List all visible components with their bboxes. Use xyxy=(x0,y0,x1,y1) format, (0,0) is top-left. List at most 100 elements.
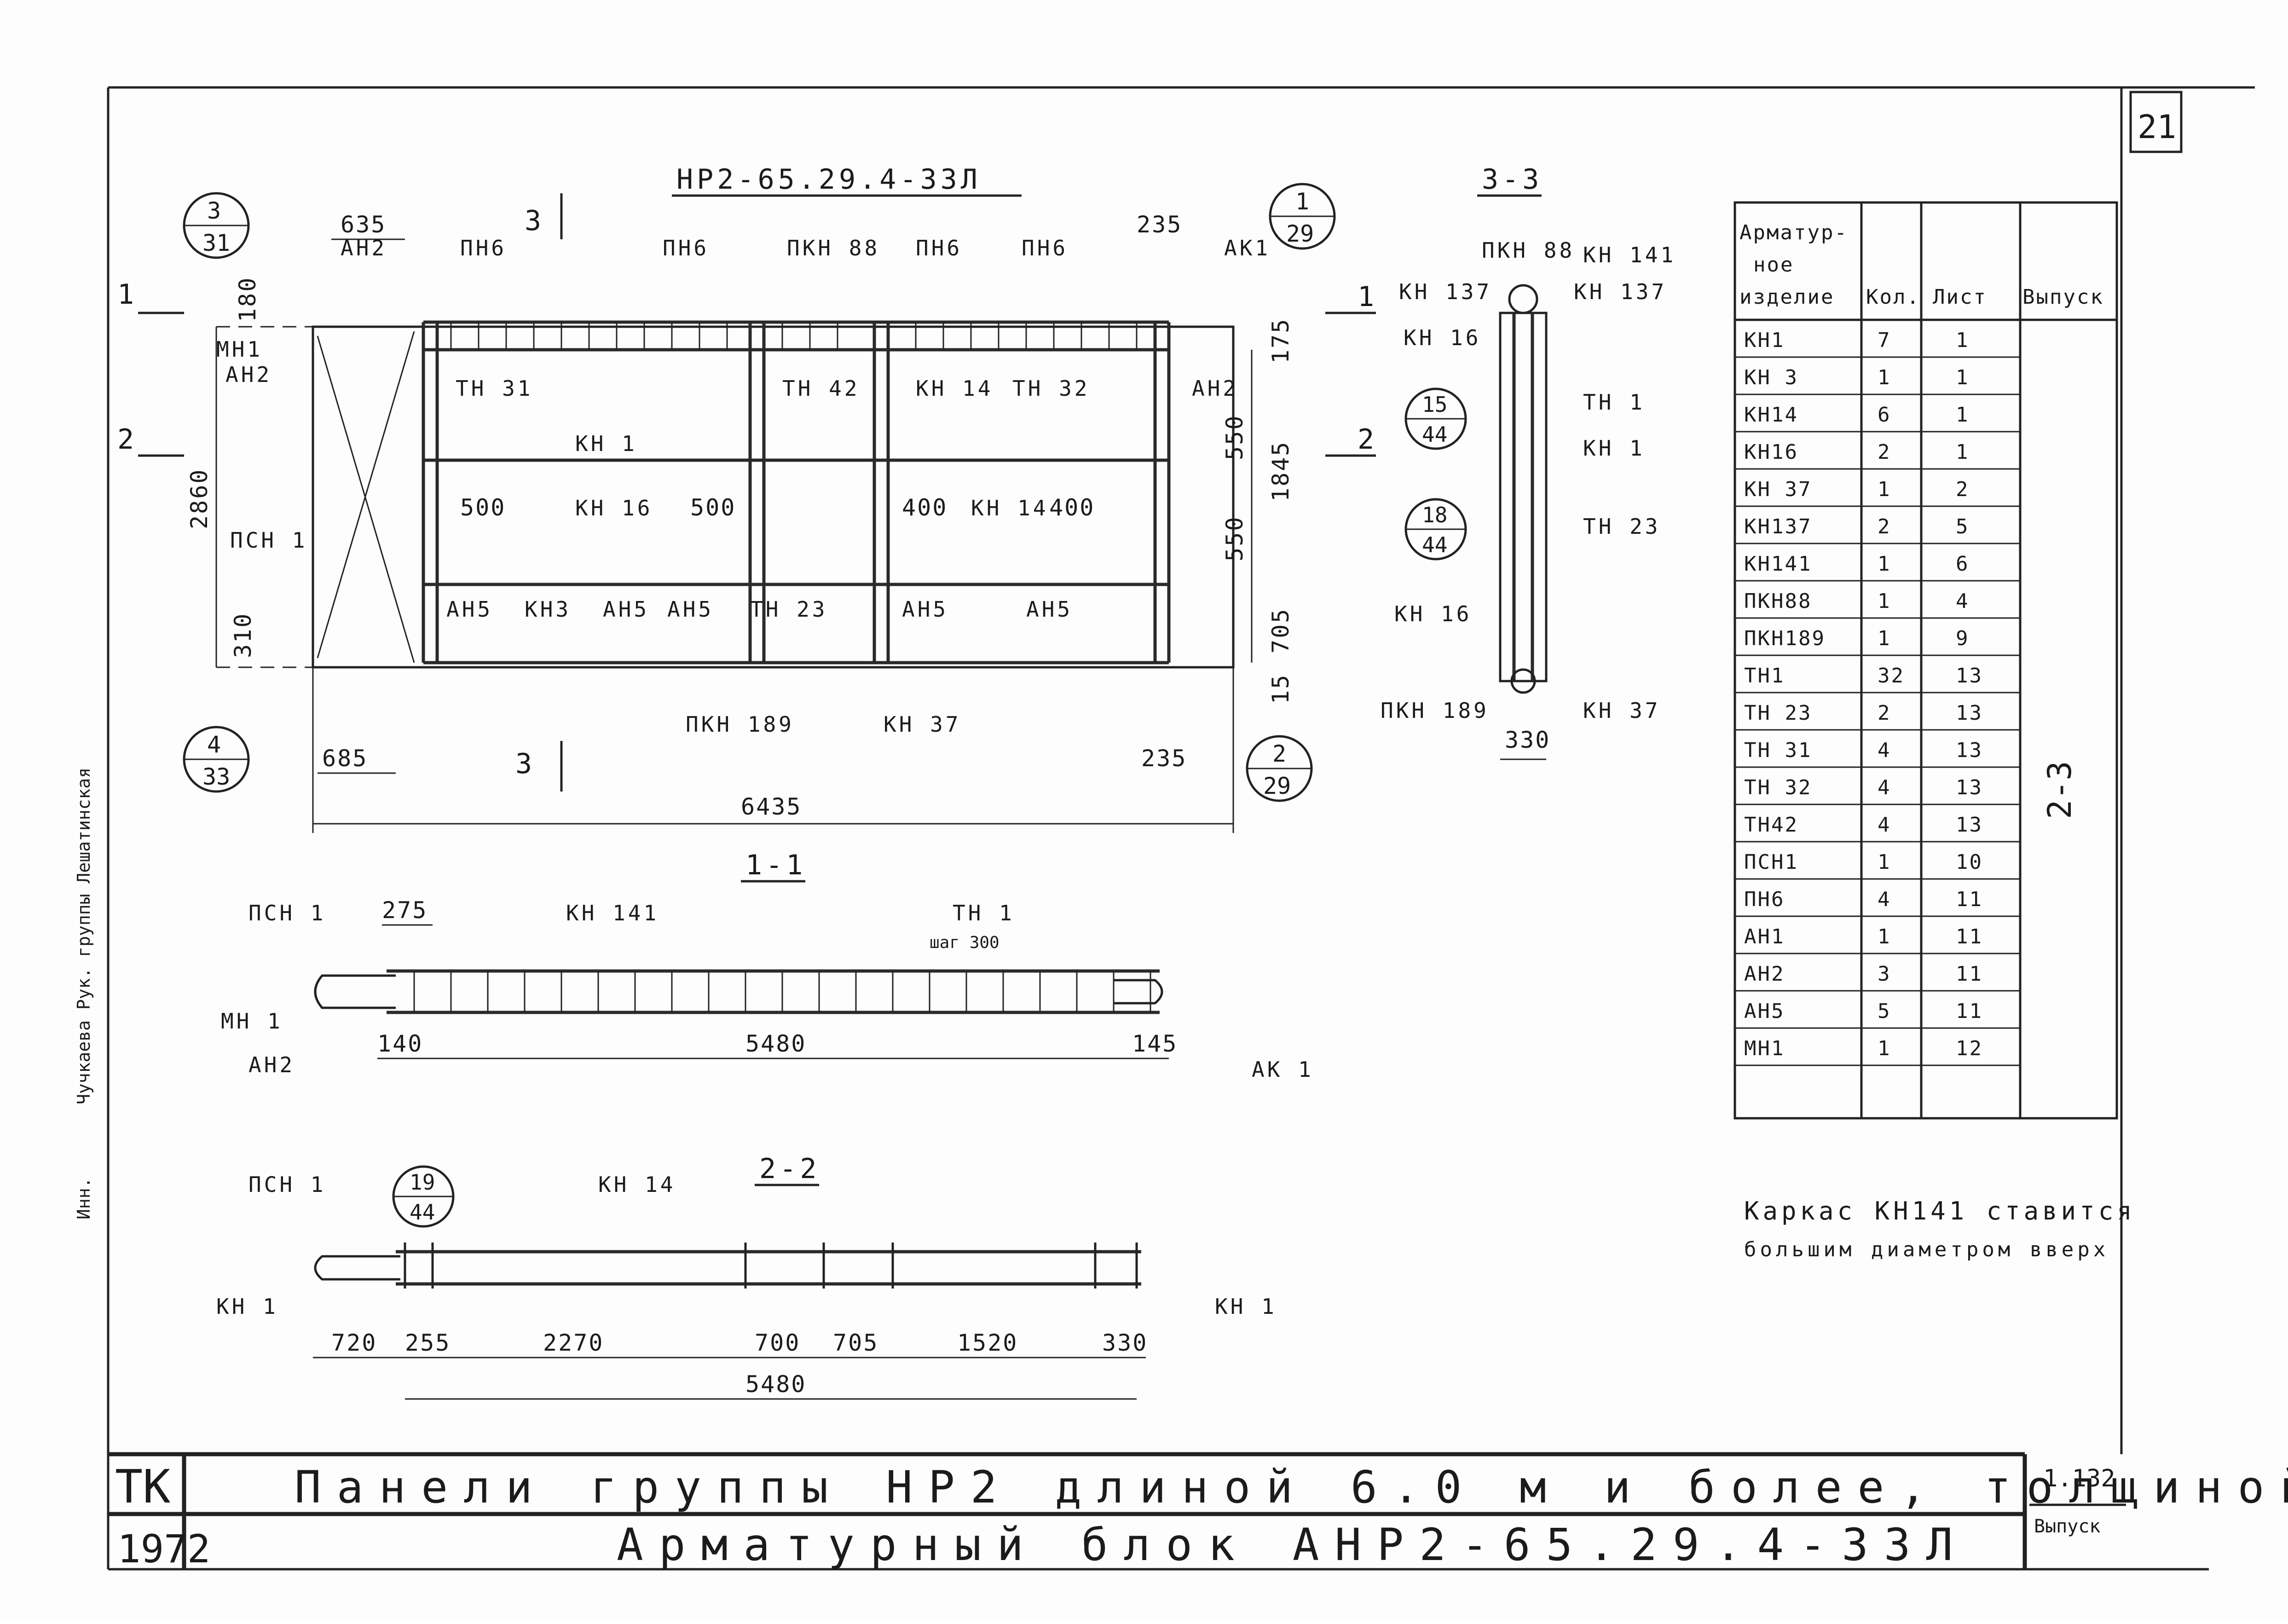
table-cell-item: ТН42 xyxy=(1744,813,1798,837)
label-tn42: ТН 42 xyxy=(782,376,860,401)
dim-310: 310 xyxy=(230,613,256,658)
cut-3-bottom: 3 xyxy=(515,748,532,780)
table-header-item-1: Арматур- xyxy=(1739,221,1848,244)
label-ah5-4: АН5 xyxy=(902,597,948,622)
section-1-1-title: 1-1 xyxy=(745,849,806,881)
sheet-frame xyxy=(107,86,2255,1571)
svg-text:15: 15 xyxy=(1422,392,1447,417)
table-cell-item: ПКН88 xyxy=(1744,589,1812,613)
table-cell-item: ПКН189 xyxy=(1744,627,1826,650)
table-cell-item: ПСН1 xyxy=(1744,850,1798,874)
cut-2-left: 2 xyxy=(117,423,134,456)
label-kn14-a: КН 14 xyxy=(916,376,993,401)
dim-255: 255 xyxy=(405,1329,451,1356)
label-ah2-11: АН2 xyxy=(248,1052,295,1077)
dim-500-a: 500 xyxy=(460,494,506,521)
label-tn32: ТН 32 xyxy=(1012,376,1090,401)
dim-180: 180 xyxy=(234,277,261,322)
table-header-release: Выпуск xyxy=(2022,285,2104,309)
section-3-3-title: 3-3 xyxy=(1482,163,1543,196)
label-kn16-a: КН 16 xyxy=(1404,325,1481,350)
label-kn1: КН 1 xyxy=(575,431,637,456)
cut-1-right: 1 xyxy=(1358,281,1374,313)
table-cell-sheet: 12 xyxy=(1956,1037,1983,1060)
table-cell-item: АН1 xyxy=(1744,925,1785,948)
callout-18-44: 18 44 xyxy=(1404,498,1467,561)
table-cell-sheet: 13 xyxy=(1956,813,1983,837)
table-cell-item: КН14 xyxy=(1744,403,1798,427)
dim-145: 145 xyxy=(1132,1030,1178,1057)
table-cell-item: КН16 xyxy=(1744,440,1798,464)
table-cell-qty: 4 xyxy=(1878,813,1891,837)
label-tn23: ТН 23 xyxy=(750,597,827,622)
label-ah2-left: АН2 xyxy=(225,362,272,387)
table-cell-sheet: 11 xyxy=(1956,888,1983,911)
label-pn6-1: ПН6 xyxy=(460,236,507,260)
dim-5480-11: 5480 xyxy=(745,1030,806,1057)
svg-text:1: 1 xyxy=(1295,188,1309,215)
table-cell-item: КН 37 xyxy=(1744,478,1812,501)
svg-text:44: 44 xyxy=(1422,532,1447,557)
sheet-number: 21 xyxy=(2138,108,2176,146)
table-cell-qty: 1 xyxy=(1878,925,1891,948)
label-ah5-5: АН5 xyxy=(1026,597,1073,622)
dim-400-b: 400 xyxy=(1049,494,1095,521)
label-tn31: ТН 31 xyxy=(456,376,533,401)
title-block: ТК 1972 Панели группы НР2 длиной 6.0 м и… xyxy=(108,1452,2288,1572)
dim-685: 685 xyxy=(322,745,368,772)
table-cell-sheet: 1 xyxy=(1956,329,1970,352)
label-ah5-2: АН5 xyxy=(603,597,649,622)
label-kn1-left: КН 1 xyxy=(216,1294,278,1319)
table-cell-item: ТН 32 xyxy=(1744,776,1812,799)
label-kn141-33: КН 141 xyxy=(1583,243,1676,267)
label-kn141-11: КН 141 xyxy=(566,901,659,925)
dim-6435: 6435 xyxy=(741,793,802,820)
label-tn1-11: ТН 1 xyxy=(953,901,1015,925)
note-line-2: большим диаметром вверх xyxy=(1744,1238,2109,1261)
table-header-sheet: Лист xyxy=(1933,285,1987,309)
dim-330-22: 330 xyxy=(1102,1329,1148,1356)
table-cell-qty: 6 xyxy=(1878,403,1891,427)
label-ah5-1: АН5 xyxy=(446,597,493,622)
table-cell-sheet: 9 xyxy=(1956,627,1970,650)
table-cell-item: ПН6 xyxy=(1744,888,1785,911)
label-kn37-33: КН 37 xyxy=(1583,698,1660,723)
dim-2270: 2270 xyxy=(543,1329,604,1356)
table-cell-qty: 4 xyxy=(1878,739,1891,762)
label-pn6-2: ПН6 xyxy=(663,236,709,260)
table-cell-item: МН1 xyxy=(1744,1037,1785,1060)
table-cell-qty: 1 xyxy=(1878,366,1891,389)
table-header-item-2: ное xyxy=(1753,253,1794,277)
note-line-1: Каркас КН141 ставится xyxy=(1744,1196,2136,1225)
dim-550-a: 550 xyxy=(1221,415,1248,460)
callout-15-44: 15 44 xyxy=(1404,387,1467,450)
callout-2-29: 2 29 xyxy=(1246,735,1313,802)
table-cell-item: ТН 31 xyxy=(1744,739,1812,762)
table-cell-sheet: 1 xyxy=(1956,403,1970,427)
table-cell-qty: 1 xyxy=(1878,589,1891,613)
section-3-3-outline xyxy=(1499,312,1548,682)
label-pn6-3: ПН6 xyxy=(916,236,962,260)
label-pkn189-33: ПКН 189 xyxy=(1381,698,1489,723)
dim-1845: 1845 xyxy=(1267,441,1294,502)
section-1-1: 1-1 ПСН 1 КН 141 ТН 1 шаг 300 МН 1 АН2 А… xyxy=(221,849,1311,1082)
label-psn1-11: ПСН 1 xyxy=(248,901,326,925)
callout-19-44: 19 44 xyxy=(392,1165,455,1228)
table-cell-sheet: 11 xyxy=(1956,1000,1983,1023)
label-kn37: КН 37 xyxy=(884,712,961,737)
panel-outline xyxy=(312,325,1235,669)
dim-2860: 2860 xyxy=(186,468,213,529)
table-cell-qty: 32 xyxy=(1878,664,1905,688)
label-kn137-a: КН 137 xyxy=(1399,279,1492,304)
section-2-2: 2-2 19 44 ПСН 1 КН 14 КН 1 КН 1 720 255 … xyxy=(216,1153,1274,1400)
table-cell-qty: 3 xyxy=(1878,962,1891,986)
label-tn23-33: ТН 23 xyxy=(1583,514,1660,539)
table-cell-sheet: 13 xyxy=(1956,664,1983,688)
label-step-11: шаг 300 xyxy=(930,933,1000,952)
dim-720: 720 xyxy=(331,1329,377,1356)
table-cell-qty: 7 xyxy=(1878,329,1891,352)
table-release-value: 2-3 xyxy=(2041,761,2079,819)
